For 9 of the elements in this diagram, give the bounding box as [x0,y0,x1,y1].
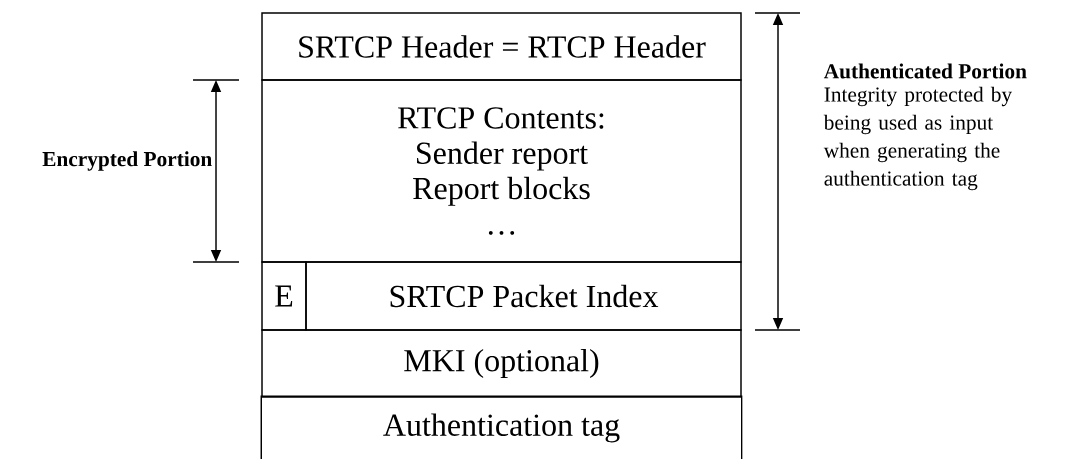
packet-field: Authentication tag [260,395,743,459]
label-text: Integrity protected by being used as input when generating the authentication tag [823,86,1013,191]
packet-field: E [261,261,307,331]
label-text: Authenticated Portion [823,63,1027,79]
packet-field: MKI (optional) [261,329,742,398]
packet-field: SRTCP Packet Index [305,261,742,331]
label-text: Encrypted Portion [42,151,212,171]
packet-field: SRTCP Header = RTCP Header [261,12,742,81]
packet-field: RTCP Contents: Sender report Report blocks … [261,79,742,263]
